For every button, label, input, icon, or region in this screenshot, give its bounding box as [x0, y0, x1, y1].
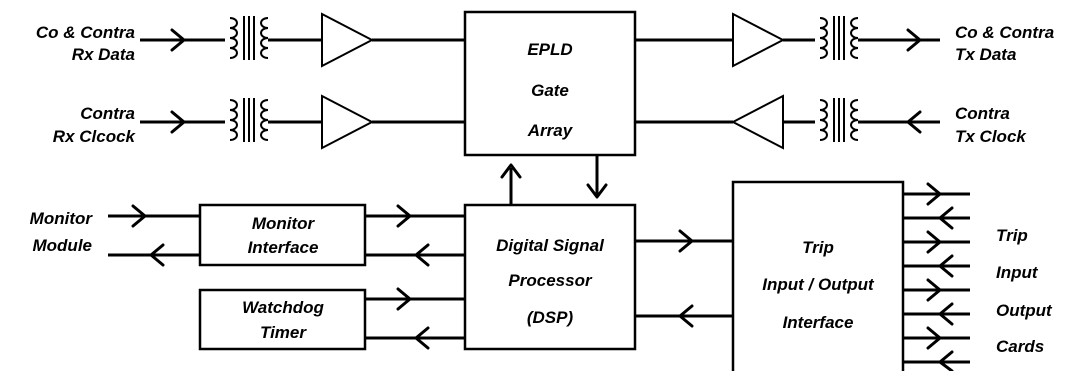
dsp-line2: Processor [508, 271, 593, 290]
rx-data-transformer-icon [229, 15, 269, 61]
rx-data-line2: Rx Data [72, 45, 135, 64]
rx-clock-line1: Contra [80, 104, 135, 123]
epld-to-dsp-arrow [586, 183, 608, 199]
tx-data-transformer-icon [819, 15, 859, 61]
dsp-to-mi-arrow [414, 243, 430, 267]
watchdog-line1: Watchdog [242, 298, 324, 317]
watchdog-timer-box [198, 288, 367, 351]
dsp-to-wd-arrow [414, 326, 430, 350]
tx-data-label: Co & Contra Tx Data [955, 23, 1054, 64]
epld-line3: Array [527, 121, 574, 140]
rx-clock-arrow [170, 110, 186, 134]
tx-data-line1: Co & Contra [955, 23, 1054, 42]
trip-line2: Input / Output [762, 275, 875, 294]
trip-cards-line4: Cards [996, 337, 1044, 356]
tx-clock-transformer-icon [819, 97, 859, 143]
tx-data-line2: Tx Data [955, 45, 1016, 64]
monitor-interface-box [198, 203, 367, 267]
rx-data-arrow [170, 28, 186, 52]
monitor-interface-line1: Monitor [252, 214, 316, 233]
trip-cards-line2: Input [996, 263, 1039, 282]
monitor-module-label: Monitor Module [30, 209, 94, 255]
monitor-out-arrow [149, 243, 165, 267]
monitor-in-arrow [131, 204, 147, 228]
mi-to-dsp-arrow [396, 204, 412, 228]
trip-to-dsp-arrow [678, 304, 694, 328]
dsp-line3: (DSP) [527, 308, 574, 327]
tx-clock-line1: Contra [955, 104, 1010, 123]
trip-cards-line1: Trip [996, 226, 1028, 245]
monitor-interface-line2: Interface [248, 238, 319, 257]
tx-clock-amplifier-icon [730, 94, 784, 150]
monitor-module-line1: Monitor [30, 209, 94, 228]
trip-cards-line3: Output [996, 301, 1053, 320]
trip-cards-label: Trip Input Output Cards [996, 226, 1053, 356]
epld-line2: Gate [531, 81, 569, 100]
dsp-to-epld-arrow [500, 163, 522, 179]
trip-line1: Trip [802, 238, 834, 257]
rx-clock-amplifier-icon [321, 94, 375, 150]
watchdog-line2: Timer [260, 323, 307, 342]
rx-clock-transformer-icon [229, 97, 269, 143]
tx-clock-label: Contra Tx Clock [955, 104, 1027, 146]
rx-clock-line2: Rx Clcock [53, 127, 137, 146]
tx-clock-line2: Tx Clock [955, 127, 1027, 146]
rx-data-line1: Co & Contra [36, 23, 135, 42]
tx-data-amplifier-icon [732, 12, 786, 68]
wd-to-dsp-arrow [396, 287, 412, 311]
dsp-line1: Digital Signal [496, 236, 605, 255]
rx-data-amplifier-icon [321, 12, 375, 68]
dsp-box [463, 203, 637, 351]
trip-bus-lines [903, 182, 970, 371]
rx-data-label: Co & Contra Rx Data [36, 23, 135, 64]
rx-clock-label: Contra Rx Clcock [53, 104, 137, 146]
trip-line3: Interface [783, 313, 854, 332]
trip-io-interface-box [731, 180, 905, 371]
dsp-to-trip-arrow [678, 229, 694, 253]
tx-clock-arrow [906, 110, 922, 134]
epld-gate-array-box [463, 10, 637, 157]
monitor-module-line2: Module [33, 236, 93, 255]
tx-data-arrow [906, 28, 922, 52]
epld-line1: EPLD [527, 40, 572, 59]
